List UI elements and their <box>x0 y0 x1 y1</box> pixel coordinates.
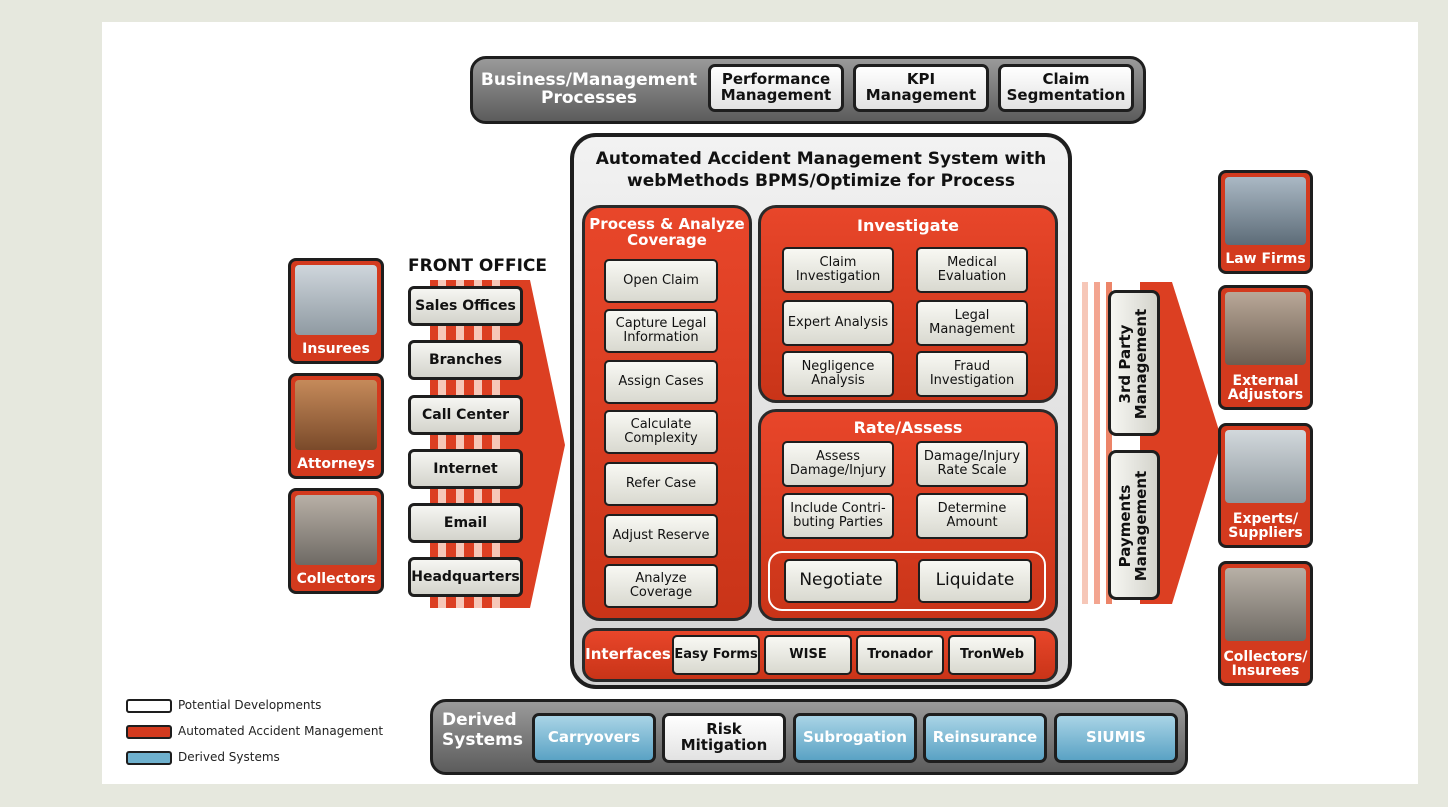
legal-management-box: Legal Management <box>916 300 1028 346</box>
call-center-box: Call Center <box>408 395 523 435</box>
collectors-label: Collectors <box>296 571 376 588</box>
front-office-title: FRONT OFFICE <box>408 256 547 276</box>
collectors-insurees-card: Collectors/ Insurees <box>1218 561 1313 686</box>
analyze-coverage-box: Analyze Coverage <box>604 564 718 608</box>
external-adjustors-label: External Adjustors <box>1227 372 1304 404</box>
assign-cases-box: Assign Cases <box>604 360 718 404</box>
external-adjustors-card: External Adjustors <box>1218 285 1313 410</box>
legend-swatch-derived <box>126 751 172 765</box>
phone-person-photo-icon <box>295 380 377 450</box>
legend-swatch-potential <box>126 699 172 713</box>
siumis-box: SIUMIS <box>1054 713 1178 763</box>
rate-assess-panel-title: Rate/Assess <box>853 417 963 437</box>
legend-label-potential: Potential Developments <box>178 698 322 712</box>
calculate-complexity-box: Calculate Complexity <box>604 410 718 454</box>
front-office-stripe-1 <box>438 280 446 608</box>
front-office-stripe-3 <box>474 280 482 608</box>
negotiation-frame <box>768 551 1046 611</box>
easy-forms-box: Easy Forms <box>672 635 760 675</box>
performance-management-box: Performance Management <box>708 64 844 112</box>
negotiate-box: Negotiate <box>784 559 898 603</box>
adjust-reserve-box: Adjust Reserve <box>604 514 718 558</box>
third-party-management-label: 3rd Party Management <box>1116 308 1150 420</box>
outbound-stripe-2 <box>1094 282 1100 604</box>
collectors-card: Collectors <box>288 488 384 594</box>
system-title-line1: Automated Accident Management System wit… <box>595 149 1047 169</box>
outbound-stripe-1 <box>1082 282 1088 604</box>
investigate-panel-title: Investigate <box>856 215 960 235</box>
car-photo-icon <box>1225 430 1306 503</box>
team-photo-icon <box>1225 292 1306 365</box>
attorneys-card: Attorneys <box>288 373 384 479</box>
claim-investigation-box: Claim Investigation <box>782 247 894 293</box>
legend-label-derived: Derived Systems <box>178 750 280 764</box>
include-contributing-parties-box: Include Contri-buting Parties <box>782 493 894 539</box>
risk-mitigation-box: Risk Mitigation <box>662 713 786 763</box>
assess-damage-box: Assess Damage/Injury <box>782 441 894 487</box>
experts-suppliers-card: Experts/ Suppliers <box>1218 423 1313 548</box>
front-office-stripe-2 <box>456 280 464 608</box>
car-photo-icon <box>295 265 377 335</box>
payments-management-label: Payments Management <box>1116 470 1150 582</box>
fraud-investigation-box: Fraud Investigation <box>916 351 1028 397</box>
meeting-photo-icon <box>1225 568 1306 641</box>
subrogation-box: Subrogation <box>793 713 917 763</box>
determine-amount-box: Determine Amount <box>916 493 1028 539</box>
insurees-card: Insurees <box>288 258 384 364</box>
collectors-insurees-label: Collectors/ Insurees <box>1223 648 1308 680</box>
legend-swatch-automated <box>126 725 172 739</box>
third-party-management-box <box>1108 290 1160 436</box>
derived-systems-title: Derived Systems <box>442 710 523 751</box>
experts-suppliers-label: Experts/ Suppliers <box>1228 510 1303 542</box>
email-box: Email <box>408 503 523 543</box>
claim-segmentation-box: Claim Segmentation <box>998 64 1134 112</box>
sales-offices-box: Sales Offices <box>408 286 523 326</box>
law-firms-card: Law Firms <box>1218 170 1313 274</box>
expert-analysis-box: Expert Analysis <box>782 300 894 346</box>
refer-case-box: Refer Case <box>604 462 718 506</box>
law-firms-label: Law Firms <box>1225 251 1306 268</box>
headquarters-box: Headquarters <box>408 557 523 597</box>
meeting-photo-icon <box>295 495 377 565</box>
damage-rate-scale-box: Damage/Injury Rate Scale <box>916 441 1028 487</box>
kpi-management-box: KPI Management <box>853 64 989 112</box>
office-photo-icon <box>1225 177 1306 245</box>
outbound-arrow <box>1082 282 1222 604</box>
process-panel-title: Process & Analyze Coverage <box>589 215 745 249</box>
wise-box: WISE <box>764 635 852 675</box>
system-title: Automated Accident Management System wit… <box>576 148 1066 192</box>
insurees-label: Insurees <box>302 341 370 358</box>
business-processes-title: Business/Management Processes <box>480 70 698 108</box>
open-claim-box: Open Claim <box>604 259 718 303</box>
negligence-analysis-box: Negligence Analysis <box>782 351 894 397</box>
interfaces-title: Interfaces <box>585 645 671 664</box>
medical-evaluation-box: Medical Evaluation <box>916 247 1028 293</box>
liquidate-box: Liquidate <box>918 559 1032 603</box>
front-office-stripe-4 <box>492 280 500 608</box>
system-title-line2: webMethods BPMS/Optimize for Process <box>627 171 1015 192</box>
carryovers-box: Carryovers <box>532 713 656 763</box>
tronador-box: Tronador <box>856 635 944 675</box>
internet-box: Internet <box>408 449 523 489</box>
legend-label-automated: Automated Accident Management <box>178 724 384 738</box>
capture-legal-information-box: Capture Legal Information <box>604 309 718 353</box>
tronweb-box: TronWeb <box>948 635 1036 675</box>
attorneys-label: Attorneys <box>297 456 375 473</box>
reinsurance-box: Reinsurance <box>923 713 1047 763</box>
payments-management-box <box>1108 450 1160 600</box>
outbound-stripe-3 <box>1106 282 1112 604</box>
branches-box: Branches <box>408 340 523 380</box>
outbound-arrow-body <box>1140 282 1222 604</box>
